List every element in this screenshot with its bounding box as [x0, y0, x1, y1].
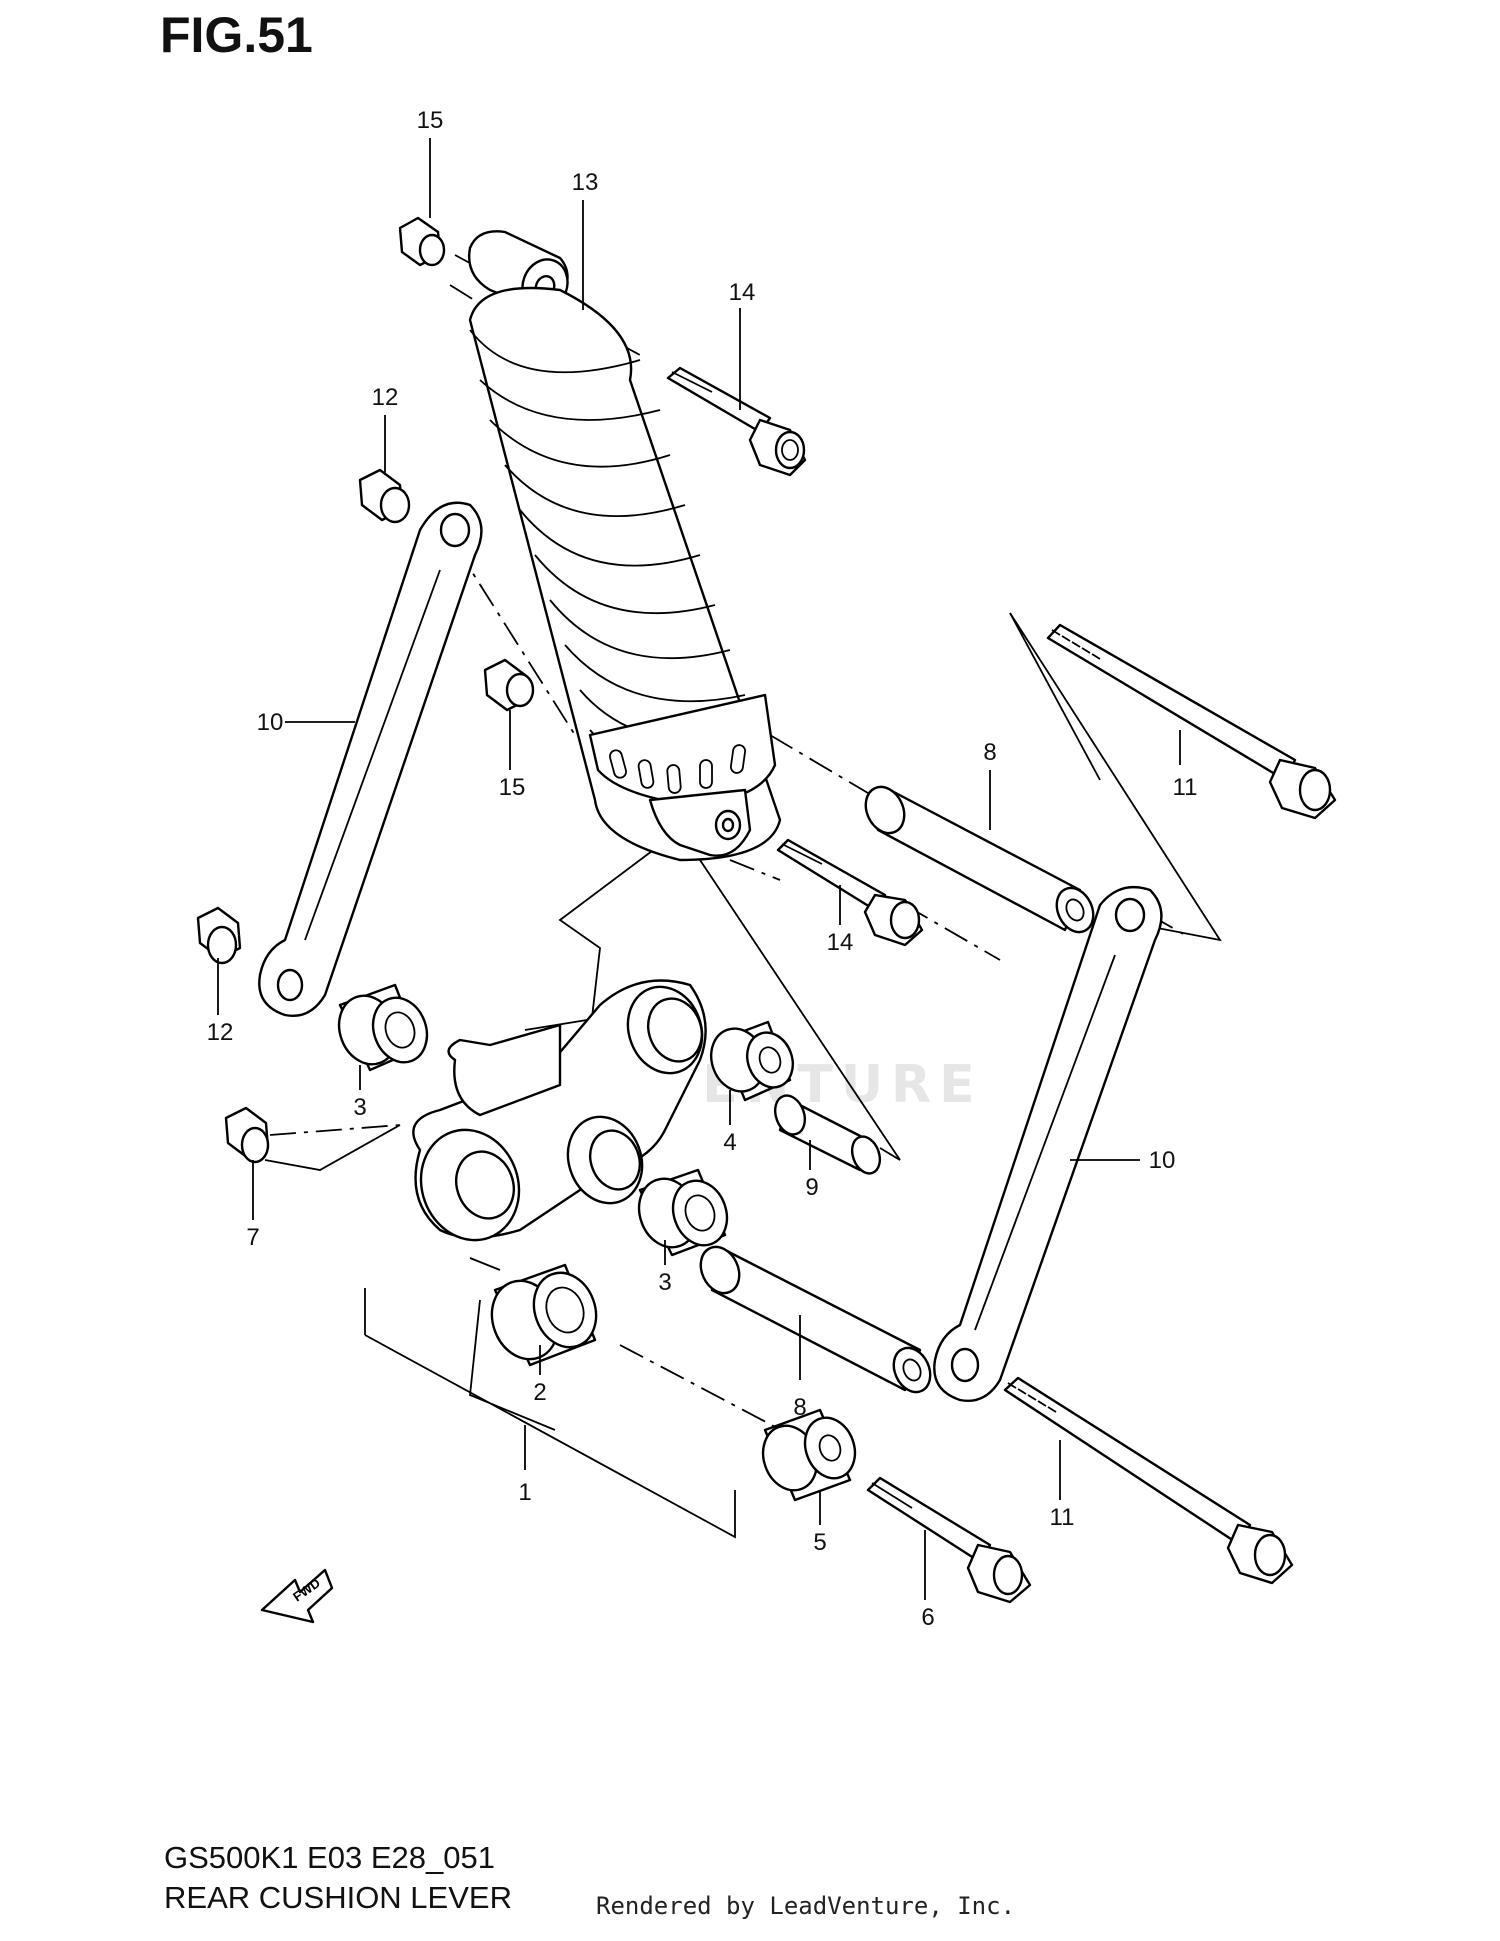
callout-11-bottom: 11 [1050, 1504, 1075, 1531]
callout-14-top: 14 [729, 279, 756, 306]
cushion-rod-right [933, 885, 1163, 1402]
callout-9: 9 [805, 1174, 818, 1201]
footer-model-code: GS500K1 E03 E28_051 [164, 1840, 495, 1875]
reference-brackets [364, 612, 1222, 1539]
callout-14-mid: 14 [827, 929, 854, 956]
callout-15-top: 15 [417, 107, 444, 134]
leader-lines [217, 138, 1181, 1600]
figure-title: FIG.51 [160, 7, 313, 63]
callout-6: 6 [921, 1604, 934, 1631]
callout-11-top: 11 [1173, 774, 1198, 801]
rendered-by-credit: Rendered by LeadVenture, Inc. [596, 1892, 1016, 1920]
callout-15-mid: 15 [499, 774, 526, 801]
bolt-11-upper [1046, 623, 1337, 820]
callout-8-top: 8 [983, 739, 996, 766]
callout-12-top: 12 [372, 384, 399, 411]
callout-5: 5 [813, 1529, 826, 1556]
callout-10-right: 10 [1149, 1147, 1176, 1174]
callout-13: 13 [572, 169, 599, 196]
cushion-lever [412, 979, 707, 1242]
footer-figure-name: REAR CUSHION LEVER [164, 1880, 512, 1915]
nuts [196, 216, 535, 1164]
bushings [337, 785, 1095, 1502]
fwd-arrow-icon: FWD [260, 1568, 334, 1624]
callout-8-bottom: 8 [793, 1394, 806, 1421]
shock-absorber [468, 230, 782, 862]
callout-12-bottom: 12 [207, 1019, 234, 1046]
cushion-rod-left [258, 501, 483, 1017]
bolt-6 [866, 1476, 1032, 1604]
callout-10-left: 10 [257, 709, 284, 736]
bolt-14-top [666, 366, 807, 477]
callout-1: 1 [518, 1479, 531, 1506]
bolt-14-mid [776, 838, 924, 947]
callout-3-lower: 3 [658, 1269, 671, 1296]
callout-7: 7 [246, 1224, 259, 1251]
callout-numbers: 15 13 14 12 10 15 8 11 14 12 3 4 9 10 7 … [207, 107, 1198, 1631]
bolt-11-lower [1003, 1376, 1294, 1585]
callout-4: 4 [723, 1129, 736, 1156]
callout-2: 2 [533, 1379, 546, 1406]
callout-3-upper: 3 [353, 1094, 366, 1121]
